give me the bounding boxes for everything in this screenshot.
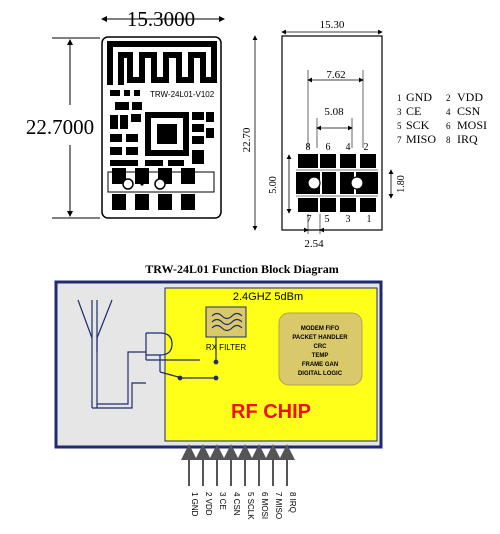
pin-legend-row: 5 SCK 6 MOSI bbox=[397, 118, 487, 132]
pin-label: 6 MOSI bbox=[260, 492, 269, 519]
pin-label: 7 MISO bbox=[274, 492, 283, 519]
pcb-pin-pads bbox=[107, 168, 215, 210]
drawing-pin-top-1: 8 bbox=[306, 142, 311, 153]
svg-text:GND: GND bbox=[406, 90, 432, 104]
digital-logic-block bbox=[278, 312, 363, 386]
svg-text:CSN: CSN bbox=[457, 104, 481, 118]
drawing-pin-top-2: 6 bbox=[326, 142, 331, 153]
logic-line: FRAME GAN bbox=[302, 362, 338, 368]
filter-icon bbox=[211, 312, 243, 332]
svg-text:5: 5 bbox=[397, 121, 402, 131]
svg-text:CE: CE bbox=[406, 104, 421, 118]
logic-line: DIGITAL LOGIC bbox=[298, 371, 343, 377]
rf-chip-label: RF CHIP bbox=[231, 401, 311, 423]
module-silkscreen: TRW-24L01-V102 bbox=[150, 90, 215, 99]
module-height-label: 22.7000 bbox=[26, 115, 94, 139]
svg-text:1: 1 bbox=[397, 93, 402, 103]
drawing-pads bbox=[296, 154, 378, 212]
pin-label: 1 GND bbox=[190, 492, 199, 517]
svg-text:7: 7 bbox=[397, 135, 402, 145]
drawing-pin-top-3: 4 bbox=[346, 142, 351, 153]
svg-text:2: 2 bbox=[446, 93, 451, 103]
pin-label: 8 IRQ bbox=[288, 492, 297, 513]
pin-legend-row: 1 GND 2 VDD bbox=[397, 90, 483, 104]
svg-text:3: 3 bbox=[397, 107, 402, 117]
drawing-pin-bottom-2: 5 bbox=[325, 214, 330, 225]
drawing-pin-bottom-1: 7 bbox=[307, 214, 312, 225]
block-diagram-title: TRW-24L01 Function Block Diagram bbox=[145, 262, 338, 276]
svg-text:6: 6 bbox=[446, 121, 451, 131]
mechanical-drawing: 15.30 22.70 7.62 5.08 8 6 4 2 bbox=[241, 19, 407, 250]
block-diagram: 2.4GHZ 5dBm bbox=[54, 280, 383, 449]
module-width-label: 15.3000 bbox=[127, 7, 195, 31]
svg-text:MISO: MISO bbox=[406, 132, 436, 146]
logic-line: CRC bbox=[314, 344, 328, 350]
module-photo: 15.3000 22.7000 TRW-24L01-V102 bbox=[26, 7, 225, 219]
logic-line: TEMP bbox=[312, 353, 329, 359]
pin-legend-row: 3 CE 4 CSN bbox=[397, 104, 481, 118]
drawing-outline bbox=[281, 35, 383, 231]
rx-filter-label: RX FILTER bbox=[206, 343, 247, 352]
svg-text:4: 4 bbox=[446, 107, 451, 117]
pin-arrows bbox=[181, 444, 295, 486]
frequency-label: 2.4GHZ 5dBm bbox=[233, 291, 303, 303]
logic-line: PACKET HANDLER bbox=[292, 335, 348, 341]
pin-label: 3 CE bbox=[218, 492, 227, 510]
pcb-components bbox=[110, 90, 214, 166]
pin-label: 2 VDD bbox=[204, 492, 213, 516]
drawing-pin-bottom-3: 3 bbox=[346, 214, 351, 225]
pin-label: 4 CSN bbox=[232, 492, 241, 516]
svg-text:8: 8 bbox=[446, 135, 451, 145]
pin-legend: 1 GND 2 VDD 3 CE 4 CSN 5 SCK 6 MOSI 7 MI… bbox=[397, 90, 487, 146]
row-span-label: 5.08 bbox=[324, 106, 344, 118]
pin-span-label: 7.62 bbox=[326, 69, 345, 81]
pin-legend-row: 7 MISO 8 IRQ bbox=[397, 132, 478, 146]
svg-text:IRQ: IRQ bbox=[457, 132, 478, 146]
drawing-pin-bottom-4: 1 bbox=[367, 214, 372, 225]
svg-text:SCK: SCK bbox=[406, 118, 430, 132]
pcb-antenna bbox=[107, 41, 217, 85]
pin-label: 5 SCLK bbox=[246, 492, 255, 520]
antenna-icon bbox=[77, 299, 146, 409]
drawing-height-label: 22.70 bbox=[241, 127, 253, 152]
pitch-label: 2.54 bbox=[304, 238, 324, 250]
pad-offset-label: 1.80 bbox=[396, 175, 407, 193]
drawing-width-label: 15.30 bbox=[320, 19, 345, 31]
pin-labels: 1 GND 2 VDD 3 CE 4 CSN 5 SCLK 6 MOSI 7 M… bbox=[190, 492, 297, 520]
svg-text:VDD: VDD bbox=[457, 90, 483, 104]
pad-height-label: 5.00 bbox=[268, 176, 279, 194]
svg-text:MOSI: MOSI bbox=[457, 118, 487, 132]
logic-line: MODEM FIFO bbox=[301, 326, 340, 332]
rf-switch bbox=[145, 332, 219, 381]
drawing-pin-top-4: 2 bbox=[364, 142, 369, 153]
